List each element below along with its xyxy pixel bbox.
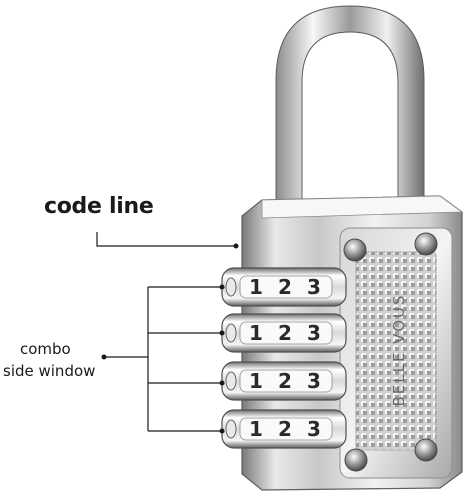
wheel-digit: 2 <box>278 417 292 441</box>
wheel-digit: 2 <box>278 321 292 345</box>
code-line-leader <box>96 232 236 247</box>
wheel-digit: 3 <box>307 369 321 393</box>
wheel-window <box>239 369 333 393</box>
wheel-window <box>239 417 333 441</box>
code-line-label: code line <box>44 194 154 219</box>
wheel-digit: 3 <box>307 275 321 299</box>
wheel-window <box>239 275 333 299</box>
wheel-digit: 3 <box>307 417 321 441</box>
screw-top-left <box>343 238 367 262</box>
shackle <box>275 5 425 215</box>
callout-lines <box>96 232 236 432</box>
screw-bottom-right <box>414 438 438 462</box>
wheel-digit: 1 <box>249 369 263 393</box>
wheel-digit: 1 <box>249 321 263 345</box>
wheel-digit: 1 <box>249 275 263 299</box>
combo-label: combo <box>20 340 71 358</box>
wheel-window <box>239 321 333 345</box>
wheel-digit: 1 <box>249 417 263 441</box>
side-window-label: side window <box>3 362 96 380</box>
screw-bottom-left <box>344 448 368 472</box>
wheel-digit: 2 <box>278 369 292 393</box>
wheel-digit: 3 <box>307 321 321 345</box>
callout-dots <box>101 243 239 434</box>
brand-engraving: BELLE VOUS <box>390 293 408 406</box>
wheel-digit: 2 <box>278 275 292 299</box>
screw-top-right <box>414 232 438 256</box>
